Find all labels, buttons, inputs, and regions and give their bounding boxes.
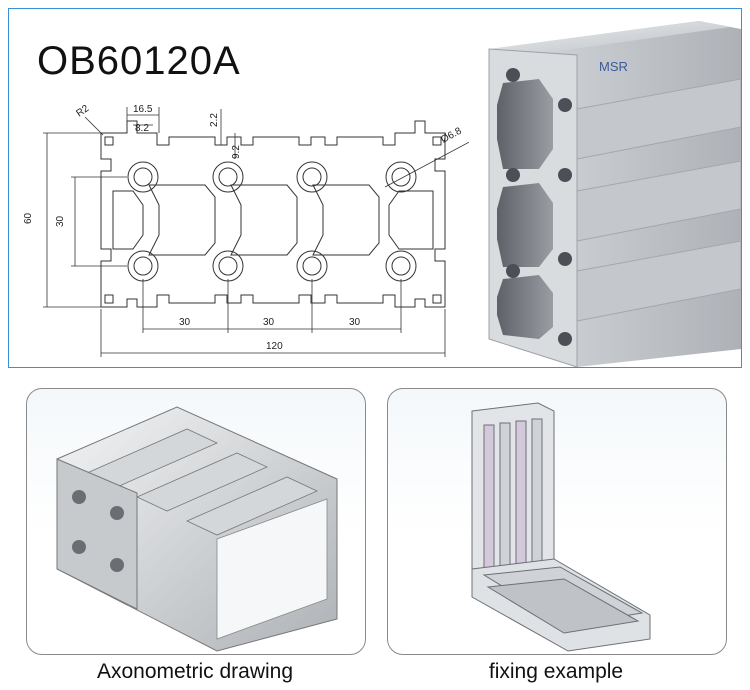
fixing-example-card xyxy=(387,388,727,655)
dim-pitch-1: 30 xyxy=(179,317,191,328)
dim-pitch-2: 30 xyxy=(263,317,275,328)
dim-slot-width: 16.5 xyxy=(133,104,153,115)
spec-panel: OB60120A xyxy=(8,8,742,368)
dim-height: 60 xyxy=(23,212,34,224)
dim-wall: 2.2 xyxy=(209,113,220,127)
fixing-example-illustration xyxy=(471,402,651,652)
product-photo: MSR xyxy=(488,21,741,367)
profile-outline xyxy=(100,120,446,308)
axonometric-card xyxy=(26,388,366,655)
dim-bore: Ø6.8 xyxy=(439,126,464,146)
axonometric-illustration xyxy=(56,406,338,652)
dim-pitch-3: 30 xyxy=(349,317,361,328)
brand-label: MSR xyxy=(599,59,628,74)
dim-radius: R2 xyxy=(74,103,91,120)
dim-width: 120 xyxy=(266,341,283,352)
product-code-title: OB60120A xyxy=(37,39,241,83)
dim-depth: 9.2 xyxy=(231,145,242,159)
dim-slot-opening: 8.2 xyxy=(135,123,149,134)
fixing-example-caption: fixing example xyxy=(488,660,624,683)
cross-section-drawing: 60 30 30 30 30 120 16.5 8.2 2.2 9.2 R2 Ø… xyxy=(23,103,469,357)
dim-inner-height: 30 xyxy=(55,215,66,227)
axonometric-caption: Axonometric drawing xyxy=(96,660,294,683)
